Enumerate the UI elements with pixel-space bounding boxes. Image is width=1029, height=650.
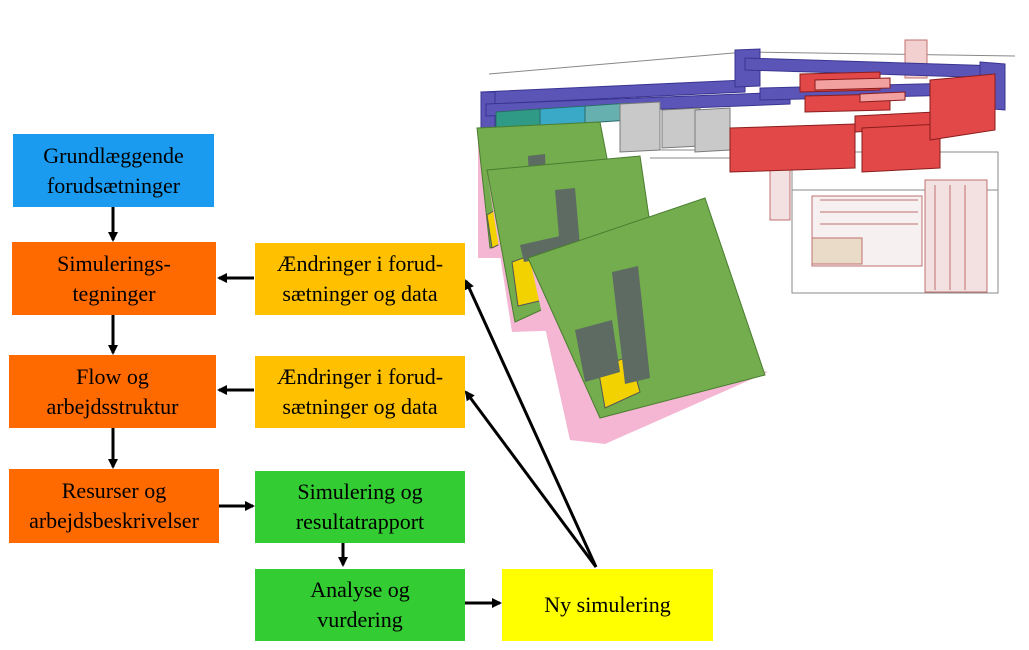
box-ny-simulering: Ny simulering (502, 569, 713, 641)
box-label-line2: sætninger og data (282, 281, 438, 306)
box-label-line1: Simulering og (297, 479, 423, 504)
box-simuleringstegninger: Simulerings- tegninger (12, 242, 216, 315)
box-flow-og-arbejdsstruktur: Flow og arbejdsstruktur (9, 355, 216, 428)
box-grundlaeggende-forudsaetninger: Grundlæggende forudsætninger (13, 134, 214, 207)
box-label-line2: sætninger og data (282, 394, 438, 419)
box-label-line1: Resurser og (61, 478, 167, 503)
box-aendringer-2: Ændringer i forud- sætninger og data (255, 356, 465, 428)
box-label-line2: forudsætninger (46, 172, 181, 198)
box-label-line2: tegninger (72, 280, 156, 306)
box-label-line1: Ændringer i forud- (276, 251, 444, 276)
box-label-line1: Grundlæggende (43, 142, 184, 168)
box-analyse-og-vurdering: Analyse og vurdering (255, 569, 465, 641)
box-label-line2: arbejdsstruktur (46, 393, 179, 419)
forklift-panel-3 (527, 197, 768, 444)
pink-racks (814, 77, 906, 103)
box-label-line1: Analyse og (310, 577, 410, 602)
box-aendringer-1: Ændringer i forud- sætninger og data (255, 243, 465, 315)
box-simulering-og-resultatrapport: Simulering og resultatrapport (255, 471, 465, 543)
box-label-line2: resultatrapport (295, 509, 425, 534)
arrow-ny-to-aend2 (464, 390, 598, 568)
teal-blocks (495, 102, 631, 130)
arrow-ny-to-aend1 (464, 279, 598, 568)
box-label-line1: Flow og (76, 363, 149, 389)
box-label-line2: arbejdsbeskrivelser (29, 508, 199, 533)
box-resurser-og-arbejdsbeskrivelser: Resurser og arbejdsbeskrivelser (9, 469, 219, 543)
box-label-line1: Ændringer i forud- (276, 364, 444, 389)
grey-racks (619, 101, 731, 153)
box-label-line2: vurdering (317, 607, 403, 632)
box-label-line1: Ny simulering (544, 592, 671, 617)
box-label-line1: Simulerings- (57, 250, 171, 276)
